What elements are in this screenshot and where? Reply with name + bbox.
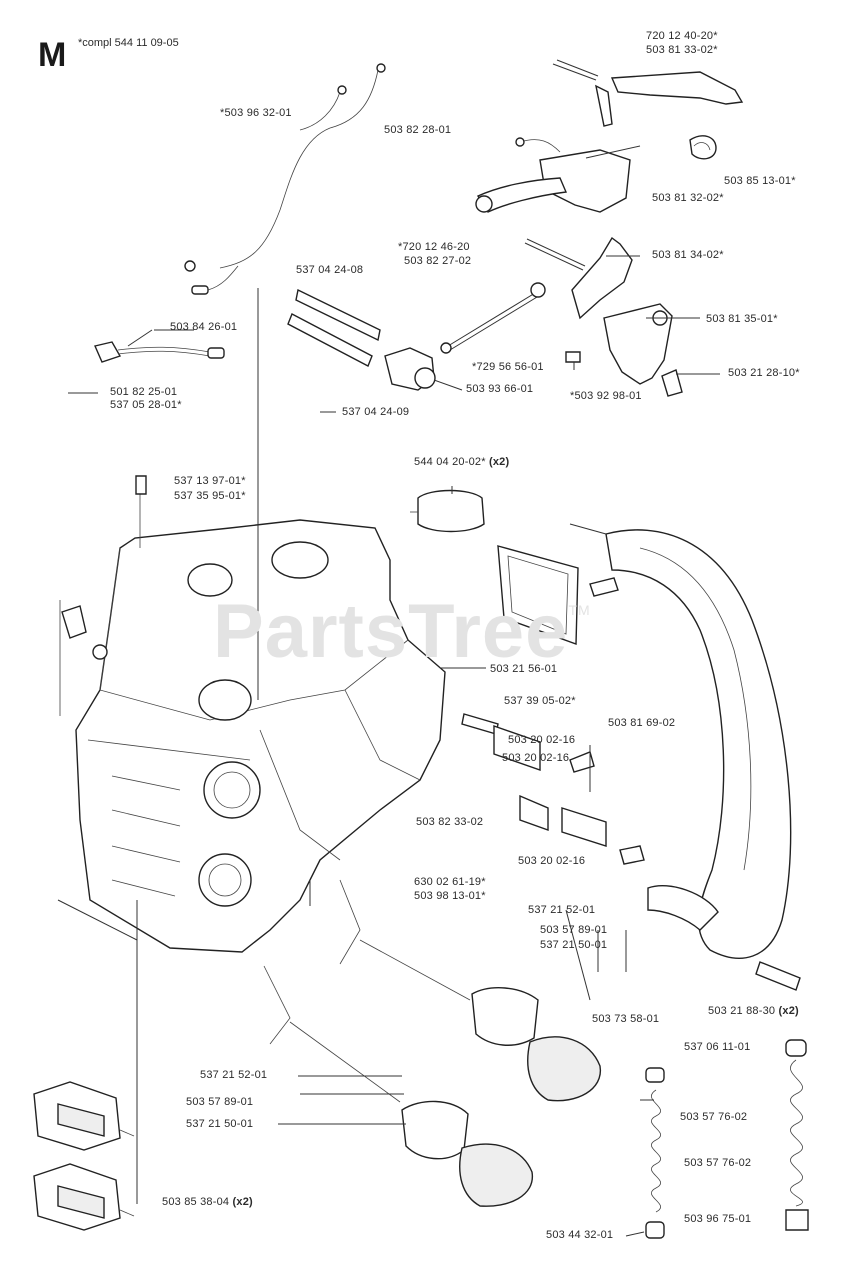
part-label[interactable]: 503 20 02-16 <box>508 734 576 746</box>
part-label[interactable]: 503 73 58-01 <box>592 1013 660 1025</box>
part-label[interactable]: 503 21 56-01 <box>490 663 558 675</box>
part-label[interactable]: 503 98 13-01* <box>414 890 486 902</box>
part-label[interactable]: 503 81 69-02 <box>608 717 676 729</box>
watermark-text: PartsTree <box>213 589 569 674</box>
air-filter-drawing <box>410 489 485 533</box>
stop-switch-cable-drawing <box>184 63 386 295</box>
part-label[interactable]: 501 82 25-01 <box>110 386 178 398</box>
part-label[interactable]: 537 21 50-01 <box>540 939 608 951</box>
part-label[interactable]: 537 13 97-01* <box>174 475 246 487</box>
ignition-lead-drawing <box>94 341 225 363</box>
part-label[interactable]: 503 85 38-04 (x2) <box>162 1196 253 1209</box>
filter-plate-drawing <box>497 545 619 645</box>
part-label[interactable]: 720 12 40-20* <box>646 30 718 42</box>
part-label[interactable]: 503 20 02-16 <box>518 855 586 867</box>
part-label[interactable]: 503 57 76-02 <box>680 1111 748 1123</box>
part-label-number: 503 21 88-30 <box>708 1005 776 1017</box>
leader-lines <box>57 255 720 1237</box>
part-label[interactable]: 503 82 28-01 <box>384 124 452 136</box>
part-label[interactable]: 503 82 33-02 <box>416 816 484 828</box>
part-label[interactable]: 503 57 89-01 <box>186 1096 254 1108</box>
part-label-qty: (x2) <box>488 456 510 468</box>
part-label[interactable]: 630 02 61-19* <box>414 876 486 888</box>
part-label[interactable]: 503 85 13-01* <box>724 175 796 187</box>
part-label[interactable]: 503 57 89-01 <box>540 924 608 936</box>
part-label[interactable]: 503 82 27-02 <box>404 255 472 267</box>
av-mount-drawing <box>263 879 601 1207</box>
part-label[interactable]: 544 04 20-02* (x2) <box>414 456 509 469</box>
watermark: PartsTreeTM <box>213 588 591 675</box>
part-label[interactable]: 503 20 02-16 <box>502 752 570 764</box>
part-label[interactable]: 503 81 34-02* <box>652 249 724 261</box>
part-label[interactable]: 537 21 52-01 <box>200 1069 268 1081</box>
part-label[interactable]: 503 93 66-01 <box>466 383 534 395</box>
part-label[interactable]: 537 39 05-02* <box>504 695 576 707</box>
part-label-qty: (x2) <box>232 1196 253 1208</box>
part-label[interactable]: 503 57 76-02 <box>684 1157 752 1169</box>
part-label-qty: (x2) <box>778 1005 799 1017</box>
part-label[interactable]: 503 96 75-01 <box>684 1213 752 1225</box>
part-label[interactable]: *503 92 98-01 <box>570 390 642 402</box>
part-label[interactable]: 503 81 35-01* <box>706 313 778 325</box>
throttle-rod-drawing <box>440 236 683 397</box>
part-label[interactable]: 503 44 32-01 <box>546 1229 614 1241</box>
section-letter: M <box>38 36 67 74</box>
part-label[interactable]: 503 21 88-30 (x2) <box>708 1005 799 1018</box>
part-label[interactable]: 503 21 28-10* <box>728 367 800 379</box>
part-label[interactable]: 503 81 32-02* <box>652 192 724 204</box>
part-label-number: 544 04 20-02* <box>414 456 486 468</box>
left-mounts-drawing <box>33 1081 135 1231</box>
fuel-tank-housing-drawing <box>59 475 446 953</box>
part-label[interactable]: 537 35 95-01* <box>174 490 246 502</box>
part-label[interactable]: 537 05 28-01* <box>110 399 182 411</box>
intake-hose-drawing <box>605 529 801 991</box>
throttle-lever-drawing <box>475 59 744 213</box>
part-label[interactable]: *729 56 56-01 <box>472 361 544 373</box>
mount-bolt-assembly-drawing <box>461 713 645 865</box>
part-label[interactable]: *720 12 46-20 <box>398 241 470 253</box>
part-label[interactable]: 537 04 24-09 <box>342 406 410 418</box>
section-note: *compl 544 11 09-05 <box>78 37 179 49</box>
part-label[interactable]: 537 06 11-01 <box>684 1041 751 1053</box>
rubber-rods-drawing <box>287 288 436 391</box>
watermark-tm: TM <box>568 602 591 618</box>
part-label[interactable]: 503 84 26-01 <box>170 321 238 333</box>
part-label[interactable]: 537 21 52-01 <box>528 904 596 916</box>
springs-drawing <box>645 1039 809 1239</box>
part-label[interactable]: 537 21 50-01 <box>186 1118 254 1130</box>
part-label[interactable]: *503 96 32-01 <box>220 107 292 119</box>
part-label[interactable]: 537 04 24-08 <box>296 264 364 276</box>
part-label-number: 503 85 38-04 <box>162 1196 230 1208</box>
part-label[interactable]: 503 81 33-02* <box>646 44 718 56</box>
